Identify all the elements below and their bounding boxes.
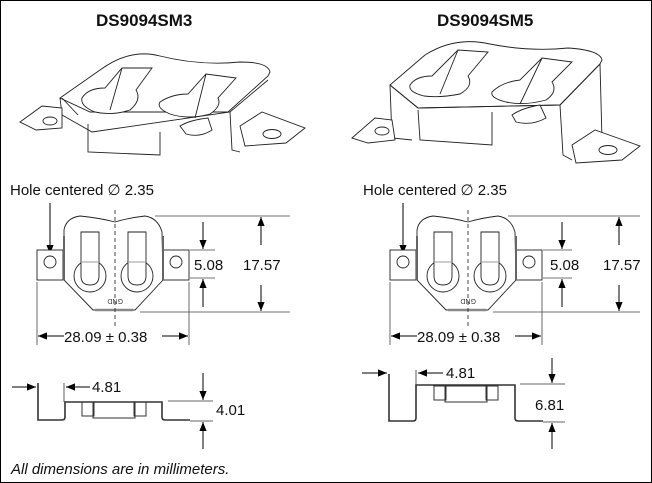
part-ds9094sm5: DS9094SM5 Hole centered ∅ 2.35 bbox=[351, 11, 641, 449]
units-note: All dimensions are in millimeters. bbox=[10, 461, 229, 478]
hole-label: Hole centered ∅ 2.35 bbox=[363, 182, 507, 199]
dimension-lines bbox=[389, 215, 640, 345]
top-view bbox=[389, 210, 543, 328]
part-title: DS9094SM3 bbox=[96, 11, 192, 30]
dim-height: 6.81 bbox=[535, 397, 564, 414]
dim-width: 28.09 ± 0.38 bbox=[64, 329, 147, 346]
isometric-view bbox=[19, 53, 306, 156]
dim-side-offset: 4.81 bbox=[446, 365, 475, 382]
dim-depth: 17.57 bbox=[603, 257, 641, 274]
dimension-lines bbox=[36, 215, 290, 345]
dim-pitch: 5.08 bbox=[194, 257, 223, 274]
gnd-pad-label: GND bbox=[107, 297, 123, 304]
side-view bbox=[388, 370, 565, 423]
part-ds9094sm3: DS9094SM3 Hole centered ∅ 2.35 bbox=[10, 11, 306, 449]
part-title: DS9094SM5 bbox=[437, 11, 533, 30]
side-view bbox=[37, 383, 213, 422]
isometric-view bbox=[351, 41, 641, 164]
top-view bbox=[36, 210, 190, 328]
dim-pitch: 5.08 bbox=[550, 257, 579, 274]
gnd-pad-label: GND bbox=[460, 297, 476, 304]
dim-height: 4.01 bbox=[216, 402, 245, 419]
hole-label: Hole centered ∅ 2.35 bbox=[10, 182, 154, 199]
dim-depth: 17.57 bbox=[243, 257, 281, 274]
dim-width: 28.09 ± 0.38 bbox=[417, 329, 500, 346]
dim-side-offset: 4.81 bbox=[92, 379, 121, 396]
